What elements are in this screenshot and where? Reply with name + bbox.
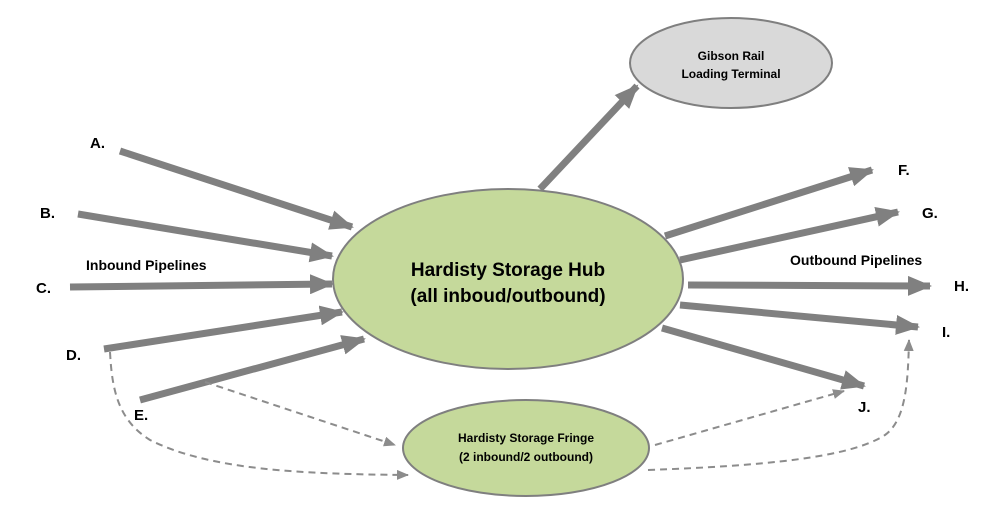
fringe-subtitle: (2 inbound/2 outbound) (459, 450, 593, 464)
outbound-caption: Outbound Pipelines (790, 252, 922, 268)
rail-terminal-subtitle: Loading Terminal (681, 67, 780, 81)
inbound-label-b: B. (40, 205, 55, 222)
inbound-arrow-b (77, 210, 334, 263)
dashed-path-e-to-fringe (204, 381, 396, 447)
dashed-path-d-to-fringe (109, 351, 409, 480)
outbound-arrow-i (679, 301, 920, 335)
dashed-path-fringe-to-i (647, 339, 914, 471)
dashed-path-fringe-to-j (654, 389, 845, 446)
inbound-arrow-e (139, 335, 366, 404)
rail-terminal-title: Gibson Rail (698, 49, 765, 63)
outbound-label-h: H. (954, 278, 969, 295)
outbound-arrow-f (663, 166, 874, 240)
inbound-arrow-d (103, 305, 344, 353)
outbound-label-j: J. (858, 399, 871, 416)
outbound-arrow-g (679, 206, 900, 264)
outbound-arrow-h (687, 275, 932, 296)
outbound-label-i: I. (942, 324, 950, 341)
outbound-label-f: F. (898, 162, 910, 179)
outbound-label-g: G. (922, 205, 938, 222)
rail-terminal-node (629, 17, 833, 109)
inbound-arrow-c (69, 274, 334, 295)
fringe-node (402, 399, 650, 497)
inbound-label-d: D. (66, 347, 81, 364)
fringe-title: Hardisty Storage Fringe (458, 431, 594, 445)
inbound-label-a: A. (90, 135, 105, 152)
hub-title: Hardisty Storage Hub (411, 260, 605, 281)
inbound-caption: Inbound Pipelines (86, 257, 207, 273)
outbound-arrow-j (661, 324, 866, 390)
hub-node (332, 188, 684, 370)
hub-subtitle: (all inboud/outbound) (410, 286, 605, 307)
inbound-label-e: E. (134, 407, 148, 424)
inbound-arrow-a (118, 147, 354, 231)
inbound-label-c: C. (36, 280, 51, 297)
rail-arrow (537, 83, 640, 192)
